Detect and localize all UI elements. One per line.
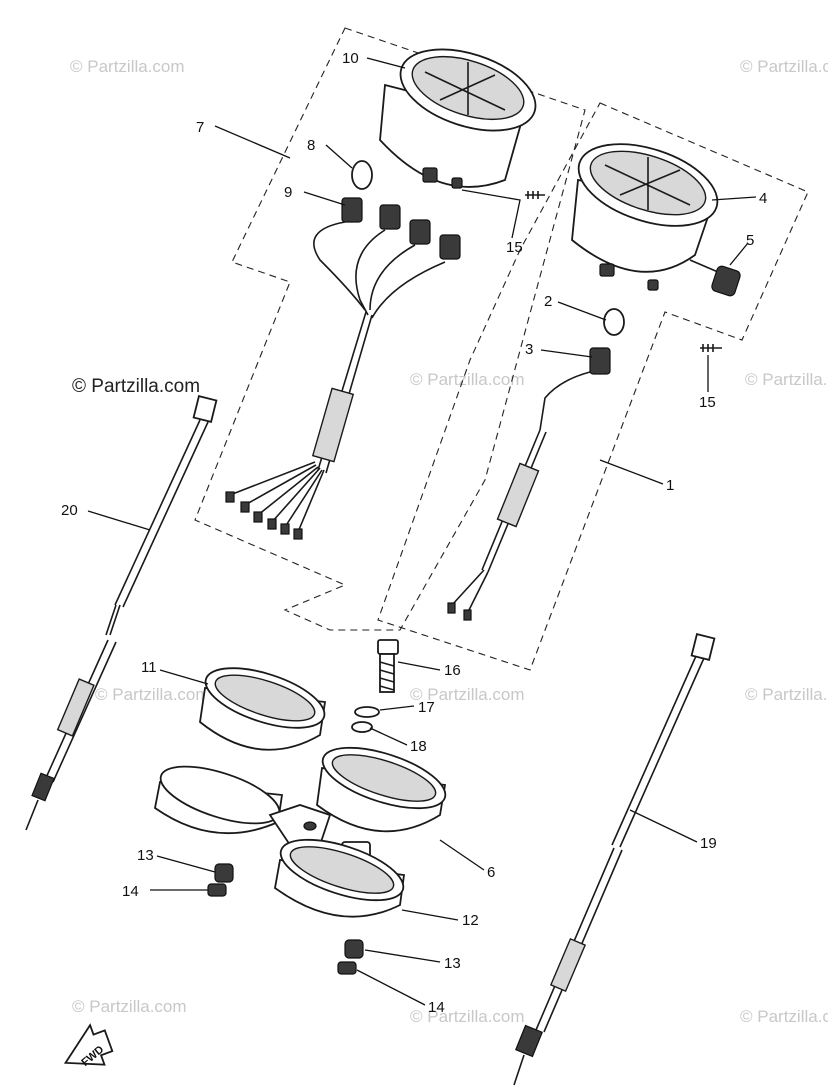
- callout-3: 3: [525, 341, 533, 358]
- callout-16: 16: [444, 662, 461, 679]
- tachometer-socket-harness: [225, 197, 461, 540]
- callout-19: 19: [700, 835, 717, 852]
- watermark-layer: © Partzilla.com © Partzilla.com © Partzi…: [70, 57, 828, 1026]
- meter-cup: [199, 667, 327, 751]
- leader-lines: [87, 57, 757, 1006]
- washer: [351, 721, 373, 733]
- callout-12: 12: [462, 912, 479, 929]
- callout-13: 13: [444, 955, 461, 972]
- watermark: © Partzilla.com: [745, 685, 828, 704]
- grommet: [214, 863, 234, 883]
- assembly-outline-7: [194, 27, 586, 631]
- callout-14: 14: [428, 999, 445, 1016]
- callout-11: 11: [141, 659, 157, 676]
- bolt: [377, 639, 399, 693]
- callout-18: 18: [410, 738, 427, 755]
- lower-case: [274, 838, 406, 918]
- callout-6: 6: [487, 864, 495, 881]
- watermark: © Partzilla.com: [410, 685, 525, 704]
- nut: [337, 961, 357, 975]
- callout-14: 14: [122, 883, 139, 900]
- watermark: © Partzilla.com: [410, 1007, 525, 1026]
- bulb: [603, 308, 625, 336]
- fwd-arrow: FWD: [63, 1023, 114, 1069]
- callout-5: 5: [746, 232, 754, 249]
- washer: [354, 706, 380, 718]
- assembly-outline-1: [377, 102, 809, 671]
- speedometer-gauge: [571, 143, 719, 291]
- watermark: © Partzilla.com: [745, 370, 828, 389]
- tachometer-gauge: [379, 48, 537, 189]
- watermark: © Partzilla.com: [72, 997, 187, 1016]
- callout-7: 7: [196, 119, 204, 136]
- screw: [525, 191, 545, 199]
- callout-13: 13: [137, 847, 154, 864]
- reset-knob: [711, 265, 741, 297]
- callout-1: 1: [666, 477, 674, 494]
- grommet: [344, 939, 364, 959]
- callout-17: 17: [418, 699, 435, 716]
- watermark: © Partzilla.com: [410, 370, 525, 389]
- bulb: [351, 160, 373, 190]
- watermark: © Partzilla.com: [740, 57, 828, 76]
- screw: [700, 344, 722, 352]
- callout-15: 15: [506, 239, 523, 256]
- tachometer-cable: [25, 395, 218, 831]
- watermark: © Partzilla.com: [740, 1007, 828, 1026]
- callout-2: 2: [544, 293, 552, 310]
- meter-cup: [316, 746, 447, 833]
- callout-15: 15: [699, 394, 716, 411]
- callout-8: 8: [307, 137, 315, 154]
- speedometer-cable: [513, 633, 716, 1086]
- copyright-watermark: © Partzilla.com: [72, 376, 200, 397]
- callout-10: 10: [342, 50, 359, 67]
- nut: [207, 883, 227, 897]
- watermark: © Partzilla.com: [95, 685, 210, 704]
- watermark: © Partzilla.com: [70, 57, 185, 76]
- speedometer-socket-harness: [447, 347, 611, 621]
- callout-9: 9: [284, 184, 292, 201]
- callout-20: 20: [61, 502, 78, 519]
- callout-layer: 10 7 8 9 15 4 5 2 3 15 1 20 11 16 17 18 …: [61, 50, 767, 1016]
- callout-4: 4: [759, 190, 767, 207]
